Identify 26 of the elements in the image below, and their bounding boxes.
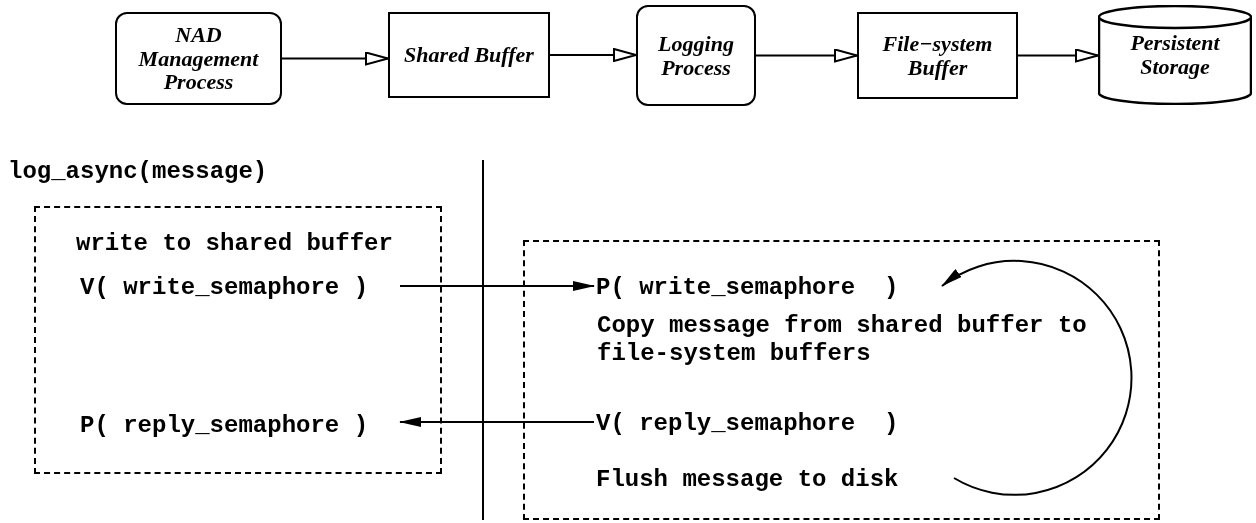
arrow	[941, 259, 1133, 496]
buffer-box	[857, 12, 1018, 99]
box-label: File−system Buffer	[881, 31, 994, 80]
step-text: V( reply_semaphore )	[596, 408, 944, 440]
function-call-text: log_async(message)	[8, 158, 268, 187]
box-label: NAD Management Process	[137, 22, 260, 95]
box-label: Shared Buffer	[404, 43, 534, 67]
arrow	[399, 417, 595, 427]
buffer-box	[388, 12, 550, 98]
arrow	[1017, 48, 1099, 63]
step-text: Copy message from shared buffer to file-system buffers	[597, 312, 1088, 368]
step-text: Flush message to disk	[596, 464, 956, 496]
box-label: Logging Process	[657, 31, 735, 80]
step-text: write to shared buffer	[76, 230, 394, 258]
step-text: P( reply_semaphore )	[80, 410, 402, 442]
process-box	[636, 5, 756, 106]
arrow	[755, 48, 858, 63]
step-text: P( write_semaphore )	[596, 272, 944, 304]
arrow	[399, 281, 595, 291]
arrow	[549, 48, 637, 62]
arrow	[281, 51, 389, 66]
box-label: Persistent Storage	[1129, 31, 1221, 79]
dashed-group-box	[523, 240, 1160, 520]
dashed-group-box	[34, 206, 442, 474]
process-box	[115, 12, 282, 105]
step-text: V( write_semaphore )	[80, 272, 402, 304]
